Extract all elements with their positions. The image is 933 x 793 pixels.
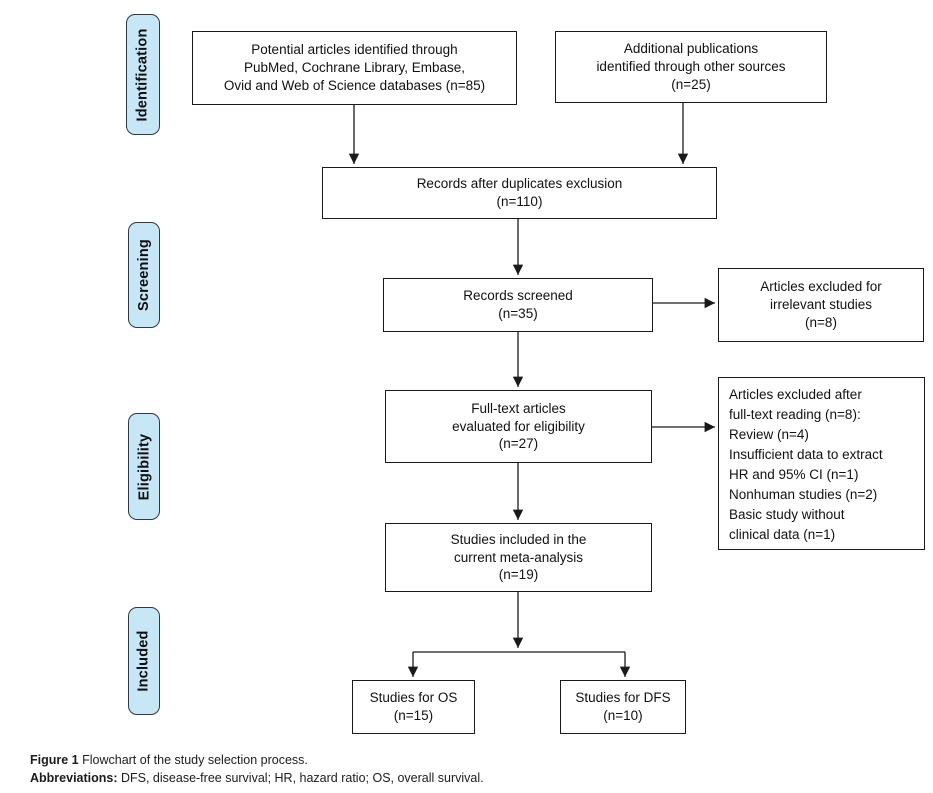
flow-box-os: Studies for OS (n=15) — [352, 680, 475, 734]
figure-caption-label: Figure 1 — [30, 753, 79, 767]
stage-label-eligibility-text: Eligibility — [136, 433, 152, 500]
flow-box-other-sources: Additional publications identified throu… — [555, 31, 827, 103]
stage-label-eligibility: Eligibility — [128, 413, 160, 520]
figure-caption-block: Figure 1 Flowchart of the study selectio… — [30, 751, 484, 787]
figure-caption-line: Figure 1 Flowchart of the study selectio… — [30, 751, 484, 769]
flow-box-fulltext: Full-text articles evaluated for eligibi… — [385, 390, 652, 463]
abbreviations-text: DFS, disease-free survival; HR, hazard r… — [117, 771, 484, 785]
stage-label-included-text: Included — [136, 630, 152, 692]
flow-box-excluded-irrelevant: Articles excluded for irrelevant studies… — [718, 268, 924, 342]
abbreviations-line: Abbreviations: DFS, disease-free surviva… — [30, 769, 484, 787]
flow-box-dfs: Studies for DFS (n=10) — [560, 680, 686, 734]
abbreviations-label: Abbreviations: — [30, 771, 118, 785]
figure-caption-text: Flowchart of the study selection process… — [78, 753, 308, 767]
flow-box-screened: Records screened (n=35) — [383, 278, 653, 332]
flow-box-after-duplicates: Records after duplicates exclusion (n=11… — [322, 167, 717, 219]
stage-label-identification-text: Identification — [135, 27, 151, 122]
flow-box-included-meta: Studies included in the current meta-ana… — [385, 523, 652, 592]
stage-label-included: Included — [128, 607, 160, 715]
flow-box-databases: Potential articles identified through Pu… — [192, 31, 517, 105]
flow-box-excluded-fulltext: Articles excluded after full-text readin… — [718, 377, 925, 550]
stage-label-identification: Identification — [126, 14, 160, 135]
stage-label-screening-text: Screening — [136, 239, 153, 311]
stage-label-screening: Screening — [128, 222, 160, 328]
